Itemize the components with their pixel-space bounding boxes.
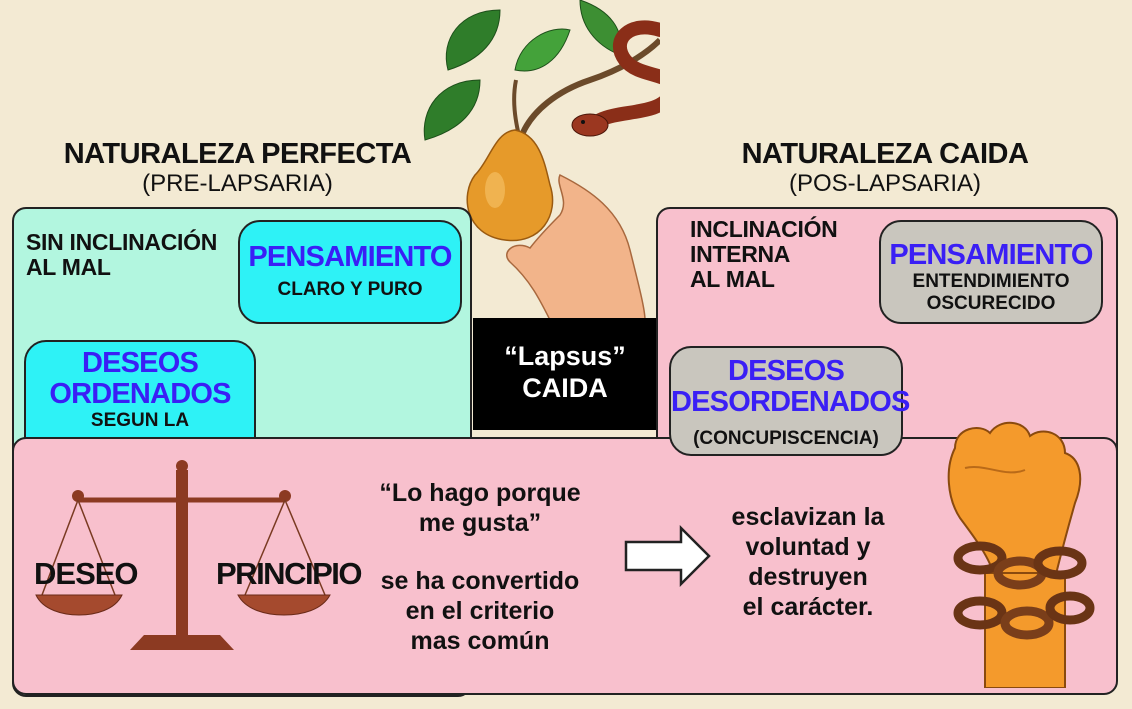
apple-hand-serpent-illustration (423, 0, 660, 320)
caida-label: CAIDA (522, 373, 608, 403)
left-inclination-text: SIN INCLINACIÓN AL MAL (26, 229, 218, 280)
right-thought-head: PENSAMIENTO (889, 239, 1093, 271)
scale-left-label: DESEO (34, 556, 139, 591)
right-title: NATURALEZA CAIDA (741, 138, 1029, 170)
quote-text: “Lo hago porque me gusta” (379, 479, 581, 537)
right-subtitle: (POS-LAPSARIA) (788, 170, 982, 197)
result-text: esclavizan la voluntad y destruyen el ca… (731, 503, 885, 621)
bottom-panel (12, 437, 1118, 695)
criterion-text: se ha convertido en el criterio mas comú… (380, 567, 580, 655)
left-thought-text: CLARO Y PURO (277, 279, 423, 300)
left-desires-head: DESEOS ORDENADOS (49, 347, 231, 410)
left-thought-box: PENSAMIENTO CLARO Y PURO (238, 220, 462, 324)
right-thought-box: PENSAMIENTO ENTENDIMIENTO OSCURECIDO (879, 220, 1103, 324)
right-desires-head: DESEOS DESORDENADOS (671, 355, 910, 418)
lapsus-box: “Lapsus” CAIDA (473, 318, 657, 430)
left-desires-text: SEGUN LA (90, 410, 190, 431)
left-subtitle: (PRE-LAPSARIA) (142, 170, 333, 197)
right-desires-text: (CONCUPISCENCIA) (693, 428, 879, 449)
arrow-right-icon (624, 524, 711, 588)
lapsus-label: “Lapsus” (504, 341, 626, 371)
right-inclination-text: INCLINACIÓN INTERNA AL MAL (690, 216, 838, 292)
right-thought-text: ENTENDIMIENTO OSCURECIDO (912, 271, 1070, 314)
left-thought-head: PENSAMIENTO (248, 241, 452, 273)
right-desires-box: DESEOS DESORDENADOS (CONCUPISCENCIA) (669, 346, 910, 456)
scale-right-label: PRINCIPIO (216, 556, 362, 591)
balance-scale-icon (35, 460, 331, 650)
chained-fist-icon (947, 421, 1095, 688)
left-title: NATURALEZA PERFECTA (63, 138, 412, 170)
